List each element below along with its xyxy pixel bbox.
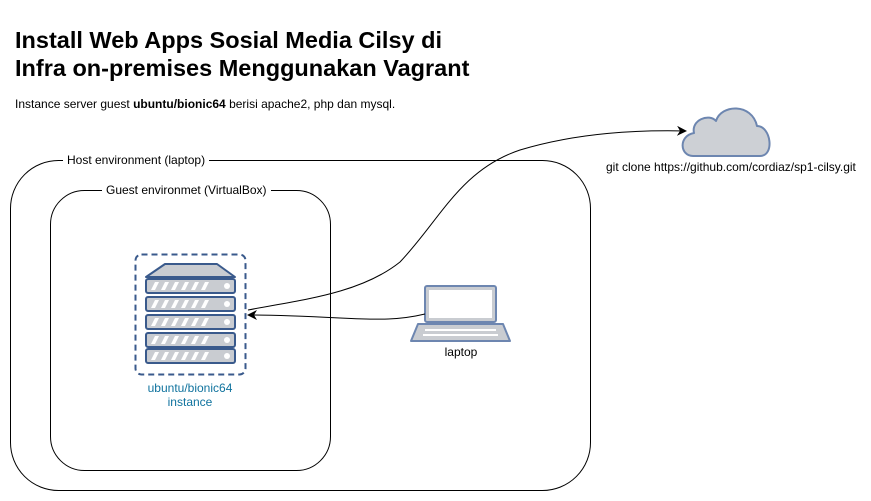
diagram-title: Install Web Apps Sosial Media Cilsy di I… [15,26,535,82]
laptop-to-server-arrow [247,310,426,321]
host-environment-box [10,160,591,491]
server-label-line-2: instance [167,395,213,409]
server-label: ubuntu/bionic64 instance [130,381,250,409]
server-label-line-1: ubuntu/bionic64 [147,381,233,395]
guest-environment-box [50,190,331,471]
laptop-icon [410,285,511,342]
git-clone-label: git clone https://github.com/cordiaz/sp1… [606,160,856,174]
server-icon [134,253,247,376]
title-line-2: Infra on-premises Menggunakan Vagrant [15,55,470,81]
laptop-label: laptop [444,345,478,359]
cloud-icon [681,107,771,157]
host-environment-label: Host environment (laptop) [63,153,210,167]
server-to-cloud-arrow [247,125,687,311]
subtitle-prefix: Instance server guest [15,97,134,111]
title-line-1: Install Web Apps Sosial Media Cilsy di [15,27,443,53]
subtitle: Instance server guest ubuntu/bionic64 be… [15,97,395,111]
guest-environment-label: Guest environmet (VirtualBox) [102,183,271,197]
subtitle-suffix: berisi apache2, php dan mysql. [225,97,396,111]
subtitle-bold: ubuntu/bionic64 [133,97,226,111]
